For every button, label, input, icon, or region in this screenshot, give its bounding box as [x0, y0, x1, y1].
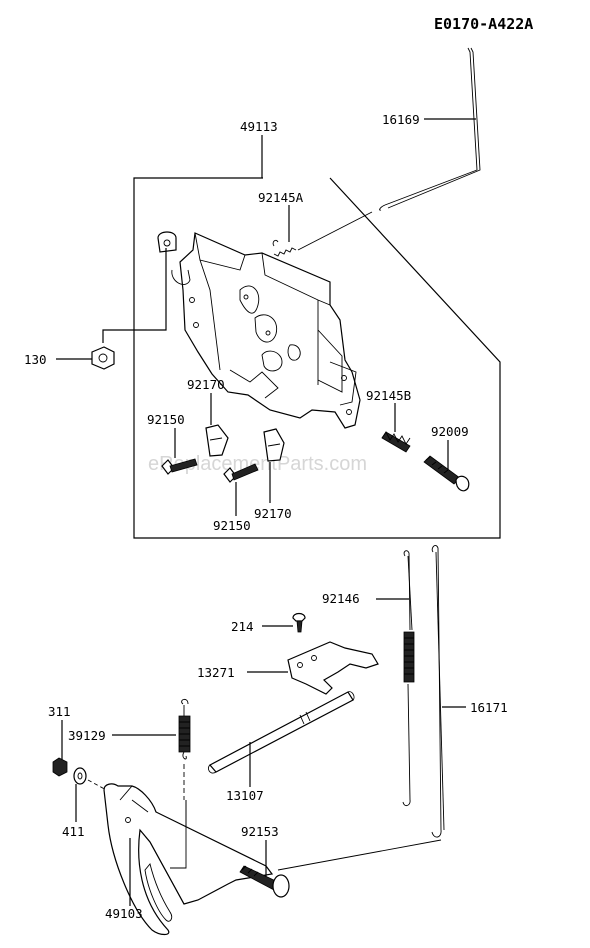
lever-49103 [103, 783, 274, 936]
label-92170-b: 92170 [254, 506, 292, 521]
clip-92170-b [263, 428, 285, 503]
screw-214 [262, 612, 306, 633]
spring-92146 [376, 550, 415, 807]
spring-39129 [112, 698, 191, 760]
label-49113: 49113 [240, 119, 278, 134]
control-bracket [157, 231, 361, 429]
bolt-92153 [239, 840, 290, 898]
shaft-13107 [207, 691, 355, 787]
bracket-13271 [247, 641, 379, 695]
spring-92145b [381, 403, 411, 453]
label-16171: 16171 [470, 700, 508, 715]
label-214: 214 [231, 619, 254, 634]
label-16169: 16169 [382, 112, 420, 127]
label-411: 411 [62, 824, 85, 839]
label-13271: 13271 [197, 665, 235, 680]
clip-92170-a [205, 393, 229, 457]
watermark: eReplacementParts.com [148, 453, 367, 475]
label-92145b: 92145B [366, 388, 411, 403]
label-92150-a: 92150 [147, 412, 185, 427]
label-39129: 39129 [68, 728, 106, 743]
label-130: 130 [24, 352, 47, 367]
bolt-92150-b [223, 463, 259, 516]
rod-16169 [379, 47, 481, 211]
label-92150-b: 92150 [213, 518, 251, 533]
lever-link [170, 764, 187, 869]
washer-411 [73, 767, 111, 822]
label-92009: 92009 [431, 424, 469, 439]
part-labels: 49113 16169 92145A 130 92170 92150 92145… [24, 112, 508, 921]
diagram-code: E0170-A422A [434, 15, 533, 33]
label-92153: 92153 [241, 824, 279, 839]
rod-16171 [277, 545, 466, 871]
spring-92145a [272, 205, 373, 257]
label-49103: 49103 [105, 906, 143, 921]
label-13107: 13107 [226, 788, 264, 803]
assembly-outline [133, 135, 501, 539]
bolt-92150-a [161, 428, 198, 475]
nut-130 [56, 248, 167, 370]
label-92145a: 92145A [258, 190, 304, 205]
screw-92009 [423, 440, 470, 492]
label-92146: 92146 [322, 591, 360, 606]
label-311: 311 [48, 704, 71, 719]
nut-311 [52, 720, 68, 777]
label-92170-a: 92170 [187, 377, 225, 392]
